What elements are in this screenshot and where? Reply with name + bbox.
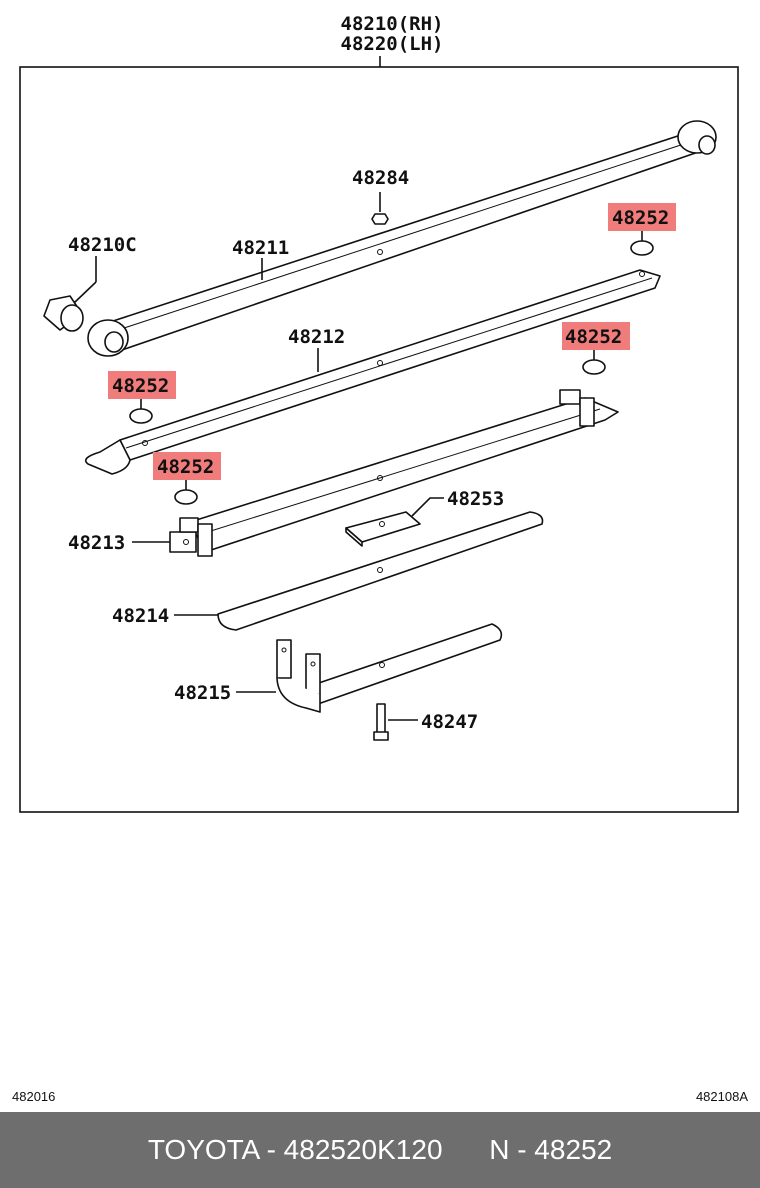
leaf5-part bbox=[276, 623, 503, 713]
leaf3-part bbox=[169, 389, 619, 557]
insert-left-lower-highlight bbox=[153, 452, 221, 480]
header-rh-label: 48210(RH) bbox=[341, 13, 444, 35]
insert-left-upper-label: 48252 bbox=[112, 375, 169, 397]
code-left: 482016 bbox=[12, 1089, 56, 1104]
insert-top-label: 48252 bbox=[612, 207, 669, 229]
footer-reference: N - 48252 bbox=[489, 1134, 613, 1165]
insert-left-upper-highlight bbox=[108, 371, 176, 399]
insert-left-lower-part bbox=[174, 489, 198, 505]
insert-right-label: 48252 bbox=[565, 326, 622, 348]
leaf2-part bbox=[84, 269, 661, 475]
spacer-part bbox=[345, 511, 421, 547]
main-leaf-label: 48211 bbox=[232, 237, 289, 259]
code-right: 482108A bbox=[695, 1089, 748, 1104]
insert-right-highlight bbox=[562, 322, 630, 350]
center-bolt-part bbox=[373, 703, 389, 741]
insert-left-upper-part bbox=[129, 408, 153, 424]
footer-gap bbox=[443, 1134, 490, 1166]
center-nut-part bbox=[371, 213, 389, 225]
leaf2-label: 48212 bbox=[288, 326, 345, 348]
leaf-spring-diagram: 48210(RH) 48220(LH) 48210C 48211 48284 4… bbox=[19, 13, 739, 813]
bushing-part bbox=[43, 295, 84, 332]
insert-right-part bbox=[582, 359, 606, 375]
leaf5-label: 48215 bbox=[174, 682, 231, 704]
insert-left-lower-label: 48252 bbox=[157, 456, 214, 478]
main-leaf-part bbox=[87, 120, 717, 357]
center-bolt-label: 48247 bbox=[421, 711, 478, 733]
leaf4-label: 48214 bbox=[112, 605, 169, 627]
leaf4-part bbox=[217, 511, 544, 631]
spacer-label: 48253 bbox=[447, 488, 504, 510]
insert-top-part bbox=[630, 240, 654, 256]
bushing-label: 48210C bbox=[68, 234, 137, 256]
insert-top-highlight bbox=[608, 203, 676, 231]
header-lh-label: 48220(LH) bbox=[341, 33, 444, 55]
footer-bar: TOYOTA - 482520K120 N - 48252 bbox=[0, 1112, 760, 1188]
center-nut-label: 48284 bbox=[352, 167, 409, 189]
leaf3-label: 48213 bbox=[68, 532, 125, 554]
diagram-frame bbox=[19, 66, 739, 813]
footer-part-number: TOYOTA - 482520K120 bbox=[147, 1134, 443, 1165]
